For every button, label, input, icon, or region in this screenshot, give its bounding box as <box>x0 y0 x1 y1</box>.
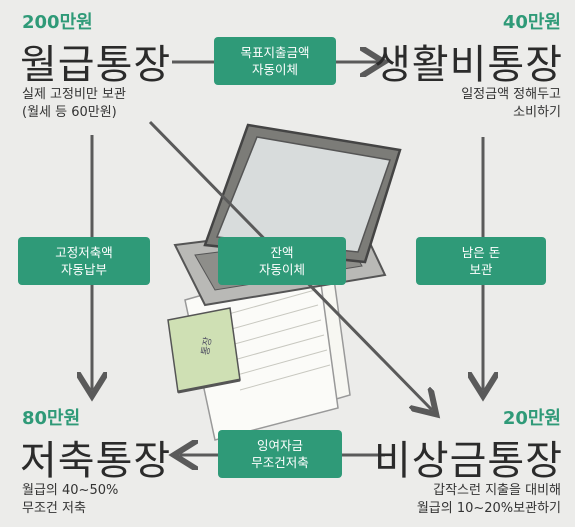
badge-to-living-line2: 자동이체 <box>251 62 298 77</box>
salary-desc-line2: (월세 등 60만원) <box>22 105 117 120</box>
badge-to-living-line1: 목표지출금액 <box>240 45 310 60</box>
salary-amount: 200만원 <box>22 12 93 33</box>
badge-to-savings-line2: 자동납부 <box>60 262 107 277</box>
badge-to-living: 목표지출금액 자동이체 <box>214 37 336 85</box>
savings-desc-line1: 월급의 40~50% <box>22 483 119 498</box>
badge-leftover-line1: 남은 돈 <box>461 245 501 260</box>
savings-amount: 80만원 <box>22 408 81 429</box>
svg-text:통장: 통장 <box>199 336 214 356</box>
living-account-title: 생활비통장 <box>374 42 563 88</box>
emergency-desc-line1: 갑작스런 지출을 대비해 <box>433 483 561 498</box>
emergency-account-title: 비상금통장 <box>374 438 563 484</box>
badge-surplus: 잉여자금 무조건저축 <box>218 430 342 478</box>
emergency-amount: 20만원 <box>502 408 561 429</box>
badge-leftover: 남은 돈 보관 <box>416 237 546 285</box>
badge-surplus-line2: 무조건저축 <box>251 455 309 470</box>
living-desc-line2: 소비하기 <box>513 105 561 120</box>
living-amount: 40만원 <box>502 12 561 33</box>
badge-leftover-line2: 보관 <box>469 262 493 277</box>
salary-desc-line1: 실제 고정비만 보관 <box>22 87 126 102</box>
badge-to-savings: 고정저축액 자동납부 <box>18 237 150 285</box>
emergency-description: 갑작스런 지출을 대비해 월급의 10~20%보관하기 <box>417 482 561 518</box>
badge-to-emergency-diagonal: 잔액 자동이체 <box>218 237 346 285</box>
savings-desc-line2: 무조건 저축 <box>22 501 86 516</box>
badge-diag-line1: 잔액 <box>270 245 294 260</box>
badge-surplus-line1: 잉여자금 <box>256 438 303 453</box>
salary-account-title: 월급통장 <box>20 42 172 88</box>
badge-to-savings-line1: 고정저축액 <box>55 245 113 260</box>
savings-description: 월급의 40~50% 무조건 저축 <box>22 482 118 518</box>
living-desc-line1: 일정금액 정해두고 <box>461 87 561 102</box>
living-description: 일정금액 정해두고 소비하기 <box>461 86 561 122</box>
badge-diag-line2: 자동이체 <box>258 262 305 277</box>
savings-account-title: 저축통장 <box>20 438 172 484</box>
emergency-desc-line2: 월급의 10~20%보관하기 <box>416 501 561 516</box>
salary-description: 실제 고정비만 보관 (월세 등 60만원) <box>22 86 126 122</box>
